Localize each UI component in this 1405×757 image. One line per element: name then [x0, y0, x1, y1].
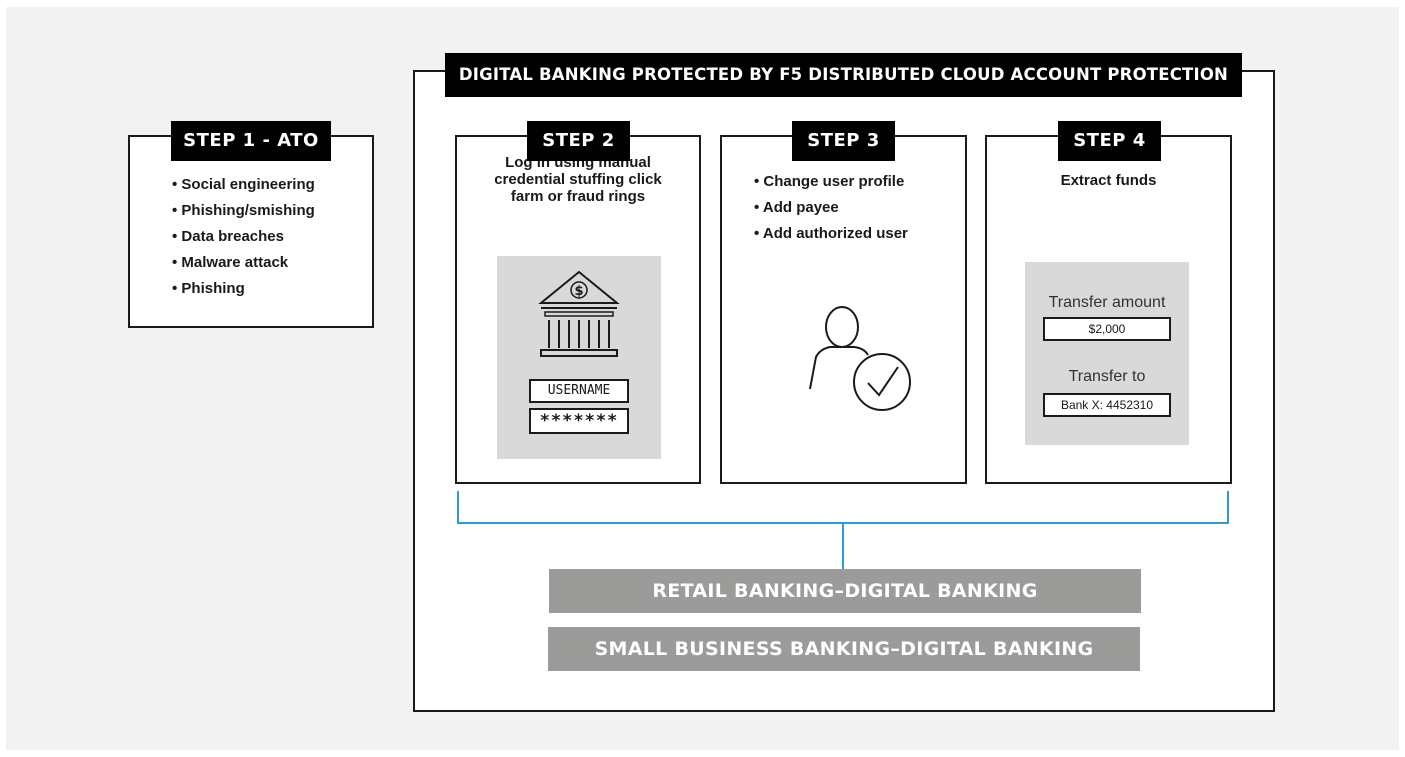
user-check-icon [809, 306, 911, 411]
transfer-amount-label: Transfer amount [1048, 294, 1166, 311]
step3-list: Change user profile Add payee Add author… [754, 169, 908, 247]
step1-title: STEP 1 - ATO [171, 121, 331, 161]
step2-box: Log in using manual credential stuffing … [455, 135, 701, 484]
step4-box: Extract funds Transfer amount $2,000 Tra… [985, 135, 1232, 484]
step1-item: Social engineering [172, 172, 314, 198]
step1-box: Social engineering Phishing/smishing Dat… [128, 135, 374, 328]
username-field: USERNAME [529, 379, 629, 403]
step4-description: Extract funds [1060, 172, 1157, 189]
step3-item: Add payee [754, 195, 908, 221]
step1-item: Data breaches [172, 224, 315, 250]
transfer-amount-field: $2,000 [1043, 317, 1171, 341]
step1-list: Social engineering Phishing/smishing Dat… [172, 172, 315, 302]
step3-box: Change user profile Add payee Add author… [720, 135, 967, 484]
transfer-to-label: Transfer to [1068, 368, 1146, 385]
password-field: ******* [529, 408, 629, 434]
step4-title: STEP 4 [1058, 121, 1161, 161]
step1-item: Phishing/smishing [172, 198, 315, 224]
transfer-to-field: Bank X: 4452310 [1043, 393, 1171, 417]
step2-description: Log in using manual credential stuffing … [457, 154, 699, 205]
small-business-banking-bar: SMALL BUSINESS BANKING–DIGITAL BANKING [548, 627, 1140, 671]
step3-item: Change user profile [754, 169, 908, 195]
retail-banking-bar: RETAIL BANKING–DIGITAL BANKING [549, 569, 1141, 613]
step3-title: STEP 3 [792, 121, 895, 161]
step1-item: Phishing [172, 276, 315, 302]
main-title: DIGITAL BANKING PROTECTED BY F5 DISTRIBU… [445, 53, 1242, 97]
login-panel: $ USERNAME ******* [497, 256, 661, 459]
step2-desc-line: farm or fraud rings [510, 188, 646, 205]
diagram-canvas: Social engineering Phishing/smishing Dat… [6, 7, 1399, 750]
step2-title: STEP 2 [527, 121, 630, 161]
bank-icon: $ [538, 270, 620, 357]
svg-text:$: $ [574, 284, 583, 299]
transfer-panel: Transfer amount $2,000 Transfer to Bank … [1025, 262, 1189, 445]
step1-item: Malware attack [172, 250, 315, 276]
step3-item: Add authorized user [754, 221, 908, 247]
step2-desc-line: credential stuffing click [494, 171, 662, 188]
